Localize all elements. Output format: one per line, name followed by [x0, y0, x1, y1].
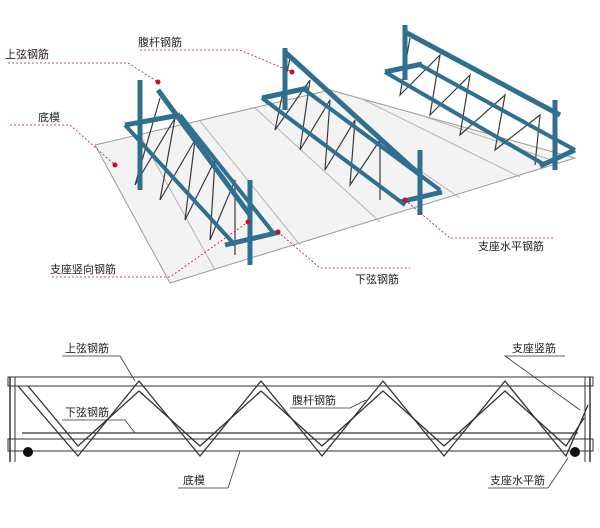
section-label-top-chord: 上弦钢筋	[65, 341, 109, 355]
section-top-chord	[7, 376, 594, 387]
label-top-chord: 上弦钢筋	[5, 47, 49, 61]
section-leader-lines	[62, 355, 581, 489]
marker-support-horizontal	[402, 197, 408, 203]
leader-top-chord	[8, 62, 159, 83]
section-web-bar-outer	[17, 380, 589, 457]
section-label-bottom-chord: 下弦钢筋	[65, 405, 109, 419]
section-label-web-bar: 腹杆钢筋	[292, 393, 336, 407]
label-support-horizontal: 支座水平钢筋	[478, 239, 544, 253]
truss-2-web-wire	[274, 57, 381, 200]
truss-2-support-horizontal-left	[261, 85, 309, 101]
section-label-bottom-form: 底模	[183, 473, 205, 487]
truss-3-support-horizontal-left	[384, 61, 423, 75]
truss-2-top-chord	[283, 50, 422, 177]
truss-1-top-chord	[155, 88, 253, 217]
truss-3-bottom-chord-a	[383, 70, 547, 167]
section-label-support-vertical: 支座竖筋	[512, 341, 556, 355]
top-leader-lines	[8, 49, 555, 278]
truss-3	[383, 25, 577, 170]
label-bottom-form: 底模	[38, 110, 60, 124]
section-support-horizontal-left	[23, 447, 33, 457]
marker-support-vertical	[245, 219, 251, 225]
leader-support-horizontal	[404, 199, 555, 239]
marker-bottom-chord	[275, 229, 281, 235]
top-markers	[112, 69, 408, 235]
truss-2	[260, 48, 443, 215]
section-label-support-horizontal: 支座水平筋	[490, 473, 545, 487]
label-support-vertical: 支座竖向钢筋	[50, 262, 116, 276]
marker-bottom-form	[112, 162, 118, 168]
truss-3-web-wire	[399, 37, 541, 166]
truss-1-bottom-chord-b	[178, 113, 277, 237]
truss-1-support-horizontal-right	[224, 229, 281, 248]
leader-support-vertical	[52, 221, 249, 278]
label-web-bar: 腹杆钢筋	[138, 35, 182, 49]
section-bottom-form	[7, 438, 594, 452]
truss-2-bottom-chord-a	[260, 96, 407, 207]
section-leader-bottom-chord	[62, 419, 136, 434]
truss-1-bottom-chord-a	[123, 123, 237, 247]
truss-3-support-horizontal-right	[538, 147, 577, 169]
truss-1-support-horizontal-left	[124, 112, 181, 128]
section-leader-web-bar	[290, 399, 367, 409]
section-support-horizontal-right	[570, 447, 580, 457]
truss-3-top-chord	[403, 29, 562, 118]
isometric-view: 上弦钢筋 腹杆钢筋 底模 支座竖向钢筋 下弦钢筋 支座水平钢筋	[5, 25, 577, 286]
section-leader-support-vertical	[503, 355, 581, 411]
bottom-form-plate	[94, 89, 577, 284]
section-leader-top-chord	[62, 355, 136, 382]
marker-top-chord	[155, 79, 161, 85]
truss-1-web-wire	[134, 97, 236, 255]
label-bottom-chord: 下弦钢筋	[355, 272, 399, 286]
leader-web-bar	[140, 49, 293, 73]
section-view: 上弦钢筋 支座竖筋 下弦钢筋 腹杆钢筋 底模 支座水平筋	[7, 341, 594, 489]
section-leader-support-horizontal	[488, 457, 569, 489]
marker-web-bar	[289, 69, 295, 75]
truss-3-bottom-chord-b	[419, 63, 576, 152]
section-leader-bottom-form	[178, 450, 241, 489]
leader-bottom-form	[10, 124, 116, 166]
section-web-bar-inner	[27, 385, 585, 447]
